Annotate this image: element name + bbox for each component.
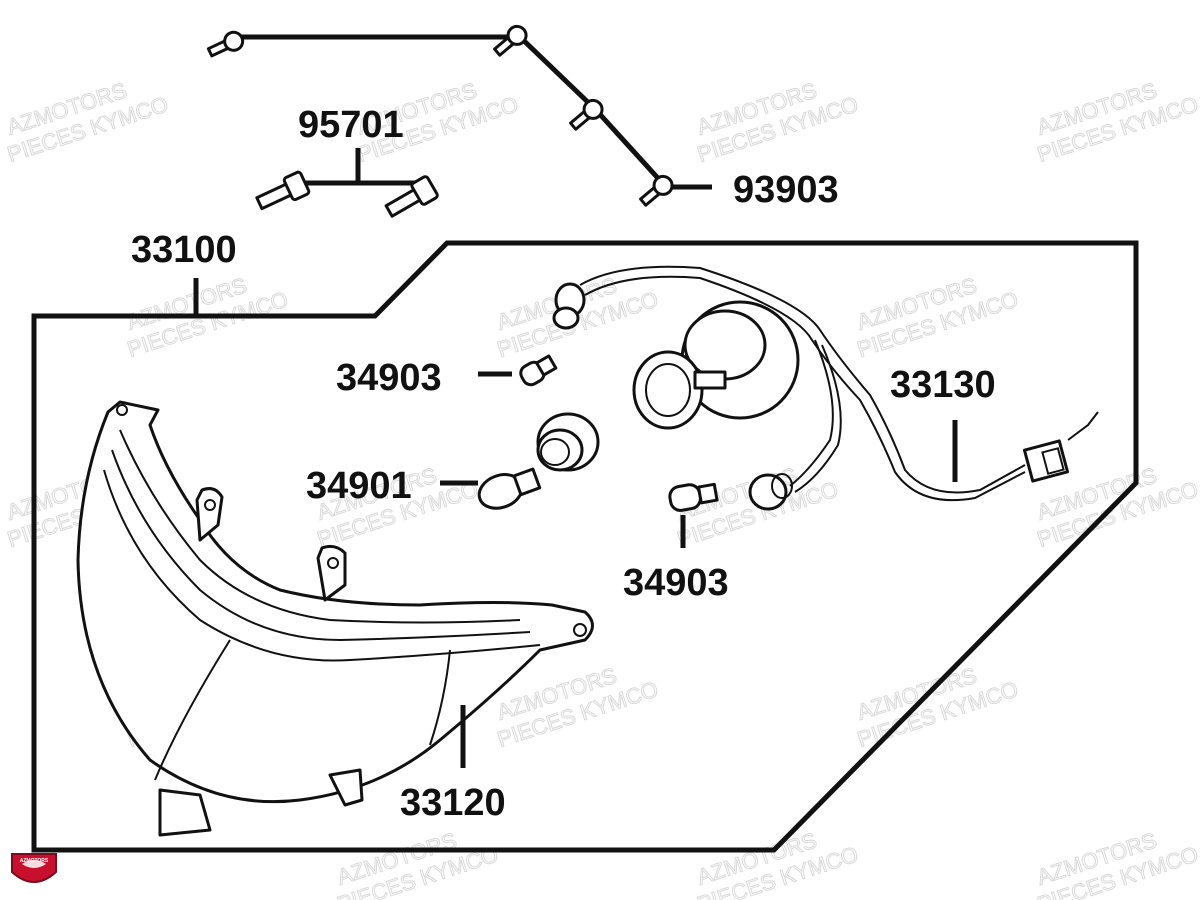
bulb-socket-icon: [748, 473, 793, 511]
wiring-harness: [552, 265, 1099, 511]
headlight-lens: [76, 400, 594, 837]
reflector-socket-icon: [632, 300, 800, 430]
bulb-socket-icon: [552, 282, 586, 330]
mount-tab: [158, 788, 212, 837]
bulb-icon: [519, 354, 558, 387]
part-label-34901[interactable]: 34901: [306, 465, 412, 507]
mount-tab: [328, 768, 364, 807]
part-label-33100[interactable]: 33100: [131, 229, 237, 271]
assembly-border: [31, 240, 1139, 853]
bolt-icon: [384, 175, 439, 218]
connector-icon: [1022, 411, 1099, 483]
bulb-icon: [668, 482, 719, 512]
screw-icon: [639, 174, 674, 207]
screw-icon: [493, 24, 528, 57]
bolt-group-95701: [255, 148, 439, 218]
part-label-34903-bottom[interactable]: 34903: [623, 562, 729, 604]
azmotors-logo: AZMOTORS: [11, 853, 57, 883]
mount-tab: [195, 487, 224, 542]
bulb-icon: [477, 467, 542, 510]
screw-icon: [206, 30, 245, 58]
part-label-33130[interactable]: 33130: [890, 364, 996, 406]
logo-text: AZMOTORS: [20, 858, 49, 864]
mount-tab: [316, 544, 347, 602]
part-label-95701[interactable]: 95701: [298, 104, 404, 146]
part-label-93903[interactable]: 93903: [733, 169, 839, 211]
part-label-33120[interactable]: 33120: [400, 782, 506, 824]
socket-icon: [536, 412, 600, 472]
part-label-34903-top[interactable]: 34903: [336, 357, 442, 399]
screw-icon: [569, 98, 604, 131]
bolt-icon: [255, 170, 311, 211]
screw-group-93903: [206, 24, 712, 207]
